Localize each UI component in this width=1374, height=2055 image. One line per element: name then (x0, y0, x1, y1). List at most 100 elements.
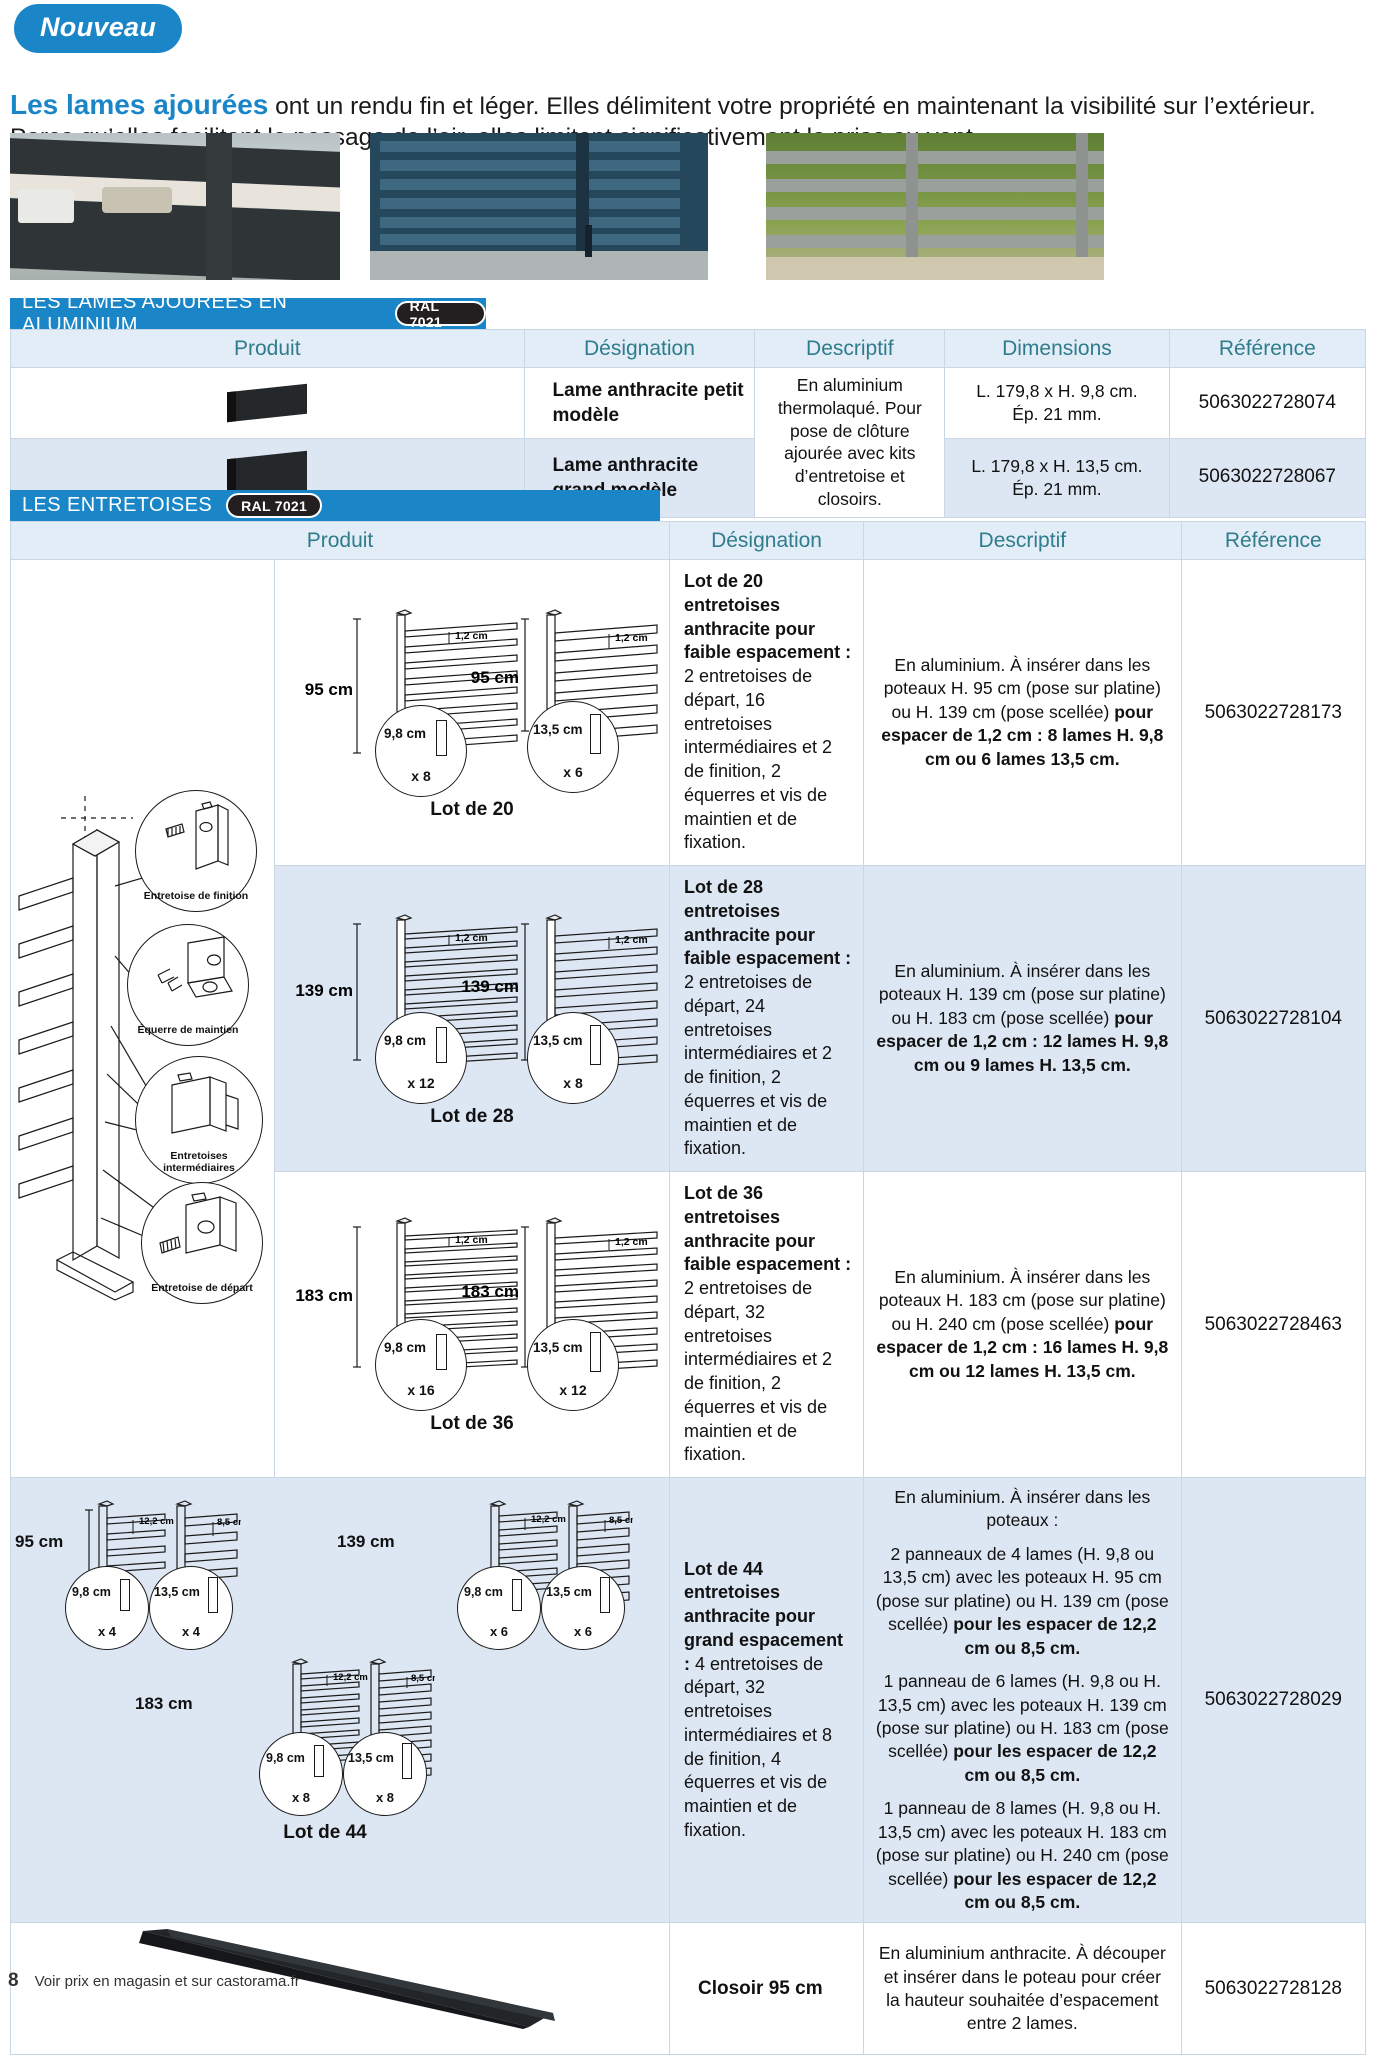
reference-closoir: 5063022728128 (1180, 1922, 1367, 2055)
descriptif-intro: En aluminium. À insérer dans les poteaux… (894, 1487, 1151, 1531)
intro-lead: Les lames ajourées (10, 88, 269, 120)
section-header-entretoises: LES ENTRETOISES RAL 7021 (10, 490, 660, 521)
table-header-row: Produit Désignation Descriptif Dimension… (10, 329, 1367, 368)
blade-size-label: 9,8 cm (384, 1032, 427, 1048)
blade-shape-icon (436, 1333, 447, 1370)
schematic-cell-lot44: 12,2 cm 8,5 cm 95 cm 9,8 cm x 4 13,5 cm (10, 1476, 670, 1924)
blade-shape-icon (436, 719, 447, 756)
table-header-row: Produit Désignation Descriptif Référence (10, 521, 1367, 560)
table-row-lot44: 12,2 cm 8,5 cm 95 cm 9,8 cm x 4 13,5 cm (10, 1476, 1367, 1924)
blade-qty-label: x 12 (407, 1074, 435, 1091)
col-descriptif: Descriptif (754, 329, 946, 368)
schematic-gap-left: 1,2 cm (455, 932, 488, 944)
section-title-entretoises: LES ENTRETOISES (22, 494, 213, 516)
blade-size-label: 9,8 cm (384, 1339, 427, 1355)
blade-shape-icon (590, 1024, 601, 1065)
reference-lame-petit: 5063022728074 (1168, 367, 1367, 439)
schematic-height-left: 139 cm (295, 981, 353, 1000)
callout-label: Entretoise de départ (151, 1281, 253, 1294)
designation-closoir: Closoir 95 cm (668, 1922, 865, 2055)
blade-qty-label: x 6 (563, 763, 583, 780)
schematic-gap-left: 1,2 cm (455, 630, 488, 642)
reference-lot36: 5063022728463 (1180, 1171, 1367, 1478)
schematic-lot28: 139 cm 139 cm 1,2 cm 1,2 cm 9,8 cm x 12 … (279, 910, 665, 1128)
designation-title: Lot de 44 entretoises anthracite pour gr… (684, 1558, 844, 1674)
lot-label-36: Lot de 36 (430, 1412, 514, 1434)
reference-lame-grand: 5063022728067 (1168, 437, 1367, 518)
blade-detail-right: 13,5 cm x 8 (527, 1011, 619, 1104)
photo-grey-fence (766, 133, 1104, 280)
schematic-cell-lot20: 95 cm 95 cm 1,2 cm 1,2 cm 9,8 cm x 8 13,… (274, 559, 670, 866)
page-number: 8 (8, 1970, 19, 1991)
col-reference: Référence (1168, 329, 1367, 368)
exploded-post-svg (18, 796, 192, 1301)
schematic-lot28-svg: 139 cm 139 cm 1,2 cm 1,2 cm (295, 913, 658, 1070)
blade-detail: 13,5 cm x 4 (149, 1566, 233, 1650)
reference-lot28: 5063022728104 (1180, 865, 1367, 1172)
callout-label: Équerre de maintien (137, 1023, 239, 1036)
schematic-gap-right: 1,2 cm (615, 1236, 648, 1248)
descriptif-bold: pour espacer de 1,2 cm : 12 lames H. 9,8… (876, 1007, 1169, 1075)
entretoise-depart-icon (159, 1192, 237, 1254)
blade-detail-left: 9,8 cm x 12 (375, 1011, 467, 1104)
designation-lot28: Lot de 28 entretoises anthracite pour fa… (668, 865, 865, 1172)
col-designation-entretoises: Désignation (668, 521, 865, 560)
lot44-height-183: 183 cm (135, 1694, 193, 1713)
col-dimensions: Dimensions (944, 329, 1170, 368)
schematic-height-left: 183 cm (295, 1286, 353, 1305)
schematic-gap-left: 1,2 cm (455, 1234, 488, 1246)
callout-entretoise-depart: Entretoise de départ (141, 1182, 263, 1304)
schematic-lot36-svg: 183 cm 183 cm 1,2 cm 1,2 cm (295, 1216, 658, 1373)
table-row: Lame anthracite petit modèle En aluminiu… (10, 367, 1367, 518)
table-row: Lame anthracite grand modèle L. 179,8 x … (10, 437, 1367, 518)
descriptif-paragraph-2: 1 panneau de 6 lames (H. 9,8 ou H. 13,5 … (875, 1671, 1169, 1785)
new-badge-label: Nouveau (40, 12, 157, 42)
designation-body: 2 entretoises de départ, 16 entretoises … (684, 666, 833, 853)
svg-text:12,2 cm: 12,2 cm (333, 1672, 368, 1683)
callout-entretoise-finition: Entretoise de finition (135, 790, 257, 912)
descriptif-closoir: En aluminium anthracite. À découper et i… (863, 1922, 1182, 2055)
schematic-cell-lot36: 183 cm 183 cm 1,2 cm 1,2 cm 9,8 cm x 16 … (274, 1171, 670, 1478)
blade-size-label: 9,8 cm (384, 725, 427, 741)
col-designation: Désignation (523, 329, 756, 368)
blade-size-label: 13,5 cm (533, 1339, 583, 1355)
schematic-cell-lot28: 139 cm 139 cm 1,2 cm 1,2 cm 9,8 cm x 12 … (274, 865, 670, 1172)
schematic-lot44: 12,2 cm 8,5 cm 95 cm 9,8 cm x 4 13,5 cm (15, 1482, 665, 1864)
blade-detail: 9,8 cm x 8 (259, 1732, 343, 1816)
svg-text:8,5 cm: 8,5 cm (217, 1517, 241, 1528)
schematic-lot20-svg: 95 cm 95 cm 1,2 cm 1,2 cm (305, 608, 658, 756)
dimensions-lame-petit: L. 179,8 x H. 9,8 cm. Ép. 21 mm. (944, 367, 1170, 439)
table-entretoises: Produit Désignation Descriptif Référence (10, 521, 1367, 2055)
designation-lame-petit: Lame anthracite petit modèle (523, 367, 756, 439)
blade-size-label: 13,5 cm (533, 1032, 583, 1048)
schematic-lot20: 95 cm 95 cm 1,2 cm 1,2 cm 9,8 cm x 8 13,… (279, 605, 665, 821)
lot44-height-139: 139 cm (337, 1532, 395, 1551)
lot-label-20: Lot de 20 (430, 798, 514, 820)
blade-detail: 13,5 cm x 8 (343, 1732, 427, 1816)
col-produit: Produit (10, 329, 525, 368)
descriptif-plain: En aluminium. À insérer dans les poteaux… (878, 1266, 1166, 1334)
equerre-maintien-icon (157, 936, 233, 998)
blade-qty-label: x 8 (411, 767, 431, 784)
blade-qty-label: x 16 (407, 1381, 435, 1398)
descriptif-lot44: En aluminium. À insérer dans les poteaux… (863, 1476, 1182, 1924)
schematic-height-left: 95 cm (305, 680, 353, 699)
lot44-group-139: 12,2 cm 8,5 cm 139 cm 9,8 cm x 6 13,5 cm (337, 1500, 633, 1650)
blade-detail-right: 13,5 cm x 12 (527, 1318, 619, 1411)
lot44-height-95: 95 cm (15, 1532, 64, 1551)
product-image-lame-petit (10, 367, 525, 439)
entretoise-finition-icon (165, 801, 229, 870)
dimensions-line-1: L. 179,8 x H. 9,8 cm. (976, 381, 1138, 402)
dimensions-line-2: Ép. 21 mm. (1012, 478, 1102, 499)
blade-detail: 13,5 cm x 6 (541, 1566, 625, 1650)
photo-blue-gate (370, 133, 708, 280)
table-row-lot20: Entretoise de finition (10, 559, 1367, 1478)
col-descriptif-entretoises: Descriptif (863, 521, 1182, 560)
callout-entretoises-intermediaires: Entretoises intermédiaires (135, 1056, 263, 1184)
page-footer: 8 Voir prix en magasin et sur castorama.… (8, 1970, 300, 1992)
table-row-lot28: 139 cm 139 cm 1,2 cm 1,2 cm 9,8 cm x 12 … (10, 865, 1367, 1172)
lot-label-28: Lot de 28 (430, 1105, 514, 1127)
blade-size-label: 13,5 cm (533, 721, 583, 737)
schematic-height-right: 139 cm (461, 977, 519, 996)
blade-detail-left: 9,8 cm x 8 (375, 704, 467, 797)
